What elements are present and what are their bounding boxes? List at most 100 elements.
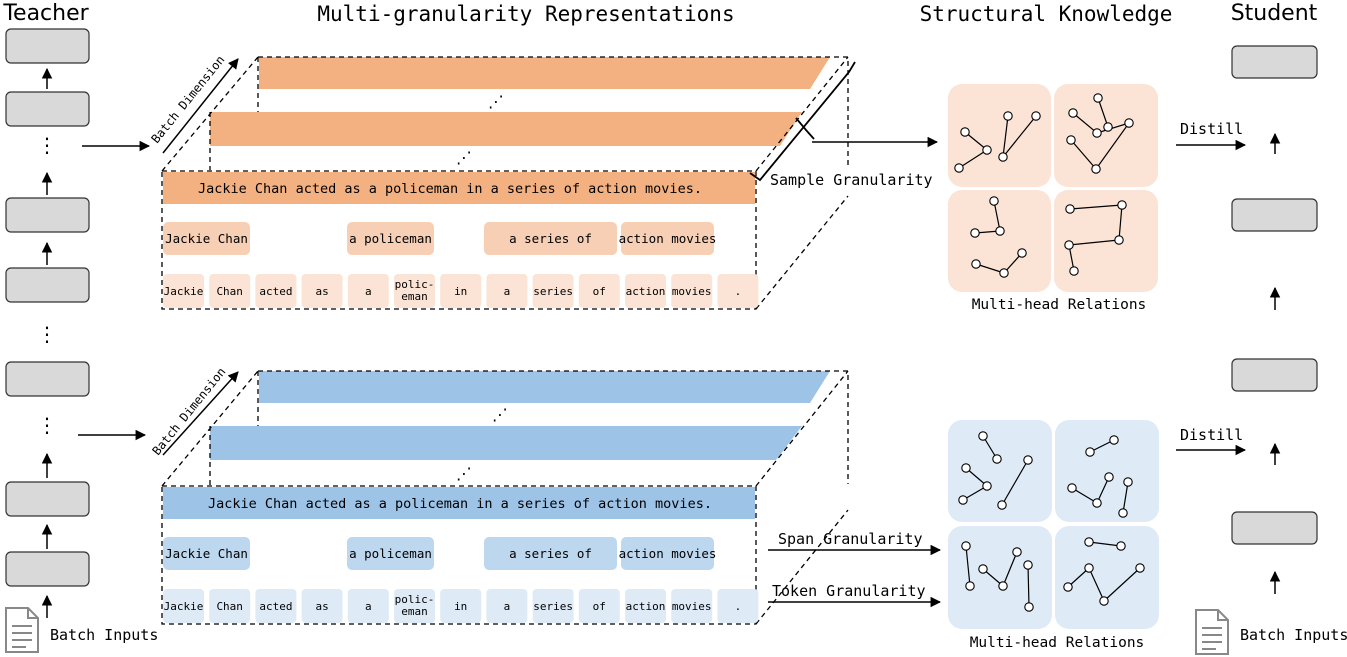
token-chip <box>486 589 528 623</box>
student-header: Student <box>1231 1 1318 26</box>
relation-node <box>961 541 971 551</box>
token-label: . <box>735 600 742 613</box>
relation-node <box>989 196 999 206</box>
token-label: polic-eman <box>395 278 435 303</box>
relation-edge <box>1002 115 1009 158</box>
token-label: action <box>626 285 666 298</box>
relation-node <box>1092 498 1102 508</box>
relation-node <box>992 454 1002 464</box>
student-batch-inputs: Batch Inputs <box>1240 626 1347 644</box>
relation-node <box>1109 435 1119 445</box>
relation-node <box>1069 266 1079 276</box>
distill-label: Distill <box>1180 426 1243 444</box>
relation-node <box>1091 164 1101 174</box>
relation-node <box>1003 111 1013 121</box>
token-chip <box>578 589 620 623</box>
relation-node <box>1123 477 1133 487</box>
relation-node <box>1023 560 1033 570</box>
structural-knowledge-header: Structural Knowledge <box>920 2 1173 26</box>
relation-node <box>1117 200 1127 210</box>
relation-node <box>960 127 970 137</box>
token-label: Chan <box>216 285 243 298</box>
relation-node <box>1017 248 1027 258</box>
batch-ellipsis: ⋰ <box>456 148 472 167</box>
relation-edge <box>1095 122 1130 170</box>
batch-ellipsis: ⋰ <box>488 92 504 111</box>
blue-relation-graphs <box>958 431 1145 612</box>
relation-edge <box>1072 112 1098 134</box>
orange-relations-panels <box>948 84 1158 292</box>
relation-node <box>1084 537 1094 547</box>
token-label: Jackie <box>164 285 204 298</box>
token-label: movies <box>672 600 712 613</box>
token-label: movies <box>672 285 712 298</box>
token-label: in <box>454 285 467 298</box>
token-label: a <box>365 600 372 613</box>
token-chip <box>578 274 620 308</box>
batch-sample-bar <box>210 112 802 146</box>
relations-label: Multi-head Relations <box>972 297 1147 313</box>
span-chip <box>347 222 434 255</box>
span-granularity-label: Span Granularity <box>778 530 923 548</box>
relation-edge <box>965 545 971 587</box>
relation-node <box>998 152 1008 162</box>
relation-edge <box>1096 122 1130 134</box>
relation-node <box>1024 602 1034 612</box>
relation-head-panel <box>948 420 1052 522</box>
sentence-text: Jackie Chan acted as a policeman in a se… <box>208 496 712 512</box>
relation-node <box>1065 204 1075 214</box>
teacher-layer-box <box>5 551 90 587</box>
relation-edge <box>1088 567 1105 602</box>
span-chip <box>163 222 250 255</box>
teacher-layer-box <box>5 91 90 127</box>
span-chip <box>621 537 714 570</box>
relation-node <box>998 581 1008 591</box>
batch-sample-bar <box>259 371 849 403</box>
relation-node <box>1031 111 1041 121</box>
batch-dimension-arrow <box>162 371 239 456</box>
relation-edge <box>1118 204 1123 241</box>
relation-node <box>1116 541 1126 551</box>
orange-representation-block: ⋰ ⋰ Jackie Chan acted as a policeman in … <box>161 56 860 310</box>
relation-node <box>995 226 1005 236</box>
token-chip <box>301 274 343 308</box>
token-chip <box>532 274 574 308</box>
sentence-text: Jackie Chan acted as a policeman in a se… <box>198 181 702 197</box>
relation-edge <box>1103 567 1141 602</box>
token-granularity-label: Token Granularity <box>772 582 926 600</box>
relations-label: Multi-head Relations <box>970 635 1145 651</box>
token-label: as <box>315 285 328 298</box>
relation-edge <box>1097 97 1109 128</box>
relation-node <box>999 268 1009 278</box>
token-label: action <box>626 600 666 613</box>
relation-edge <box>1069 204 1123 210</box>
sentence-bar <box>163 487 755 519</box>
relation-edge <box>1122 481 1129 514</box>
batch-ellipsis: ⋰ <box>492 405 508 424</box>
relation-edge <box>1002 115 1037 158</box>
document-icon <box>5 607 39 653</box>
orange-relation-graphs <box>954 93 1134 278</box>
teacher-ellipsis: ⋮ <box>37 413 57 437</box>
token-chip <box>301 589 343 623</box>
relation-edge <box>975 263 1005 274</box>
relation-node <box>1114 235 1124 245</box>
span-chip <box>163 537 250 570</box>
relation-node <box>978 564 988 574</box>
relation-node <box>961 463 971 473</box>
relation-node <box>1063 582 1073 592</box>
span-chip <box>484 222 617 255</box>
token-chip <box>209 274 251 308</box>
relation-node <box>997 500 1007 510</box>
relation-edge <box>1071 487 1098 504</box>
token-chip <box>163 589 204 623</box>
token-label: series <box>533 285 573 298</box>
token-chip <box>532 589 574 623</box>
span-label: a policeman <box>349 546 432 561</box>
token-chip <box>671 589 713 623</box>
relation-head-panel <box>948 84 1051 187</box>
relation-node <box>1104 472 1114 482</box>
relation-head-panel <box>1054 84 1158 187</box>
relation-node <box>970 228 980 238</box>
